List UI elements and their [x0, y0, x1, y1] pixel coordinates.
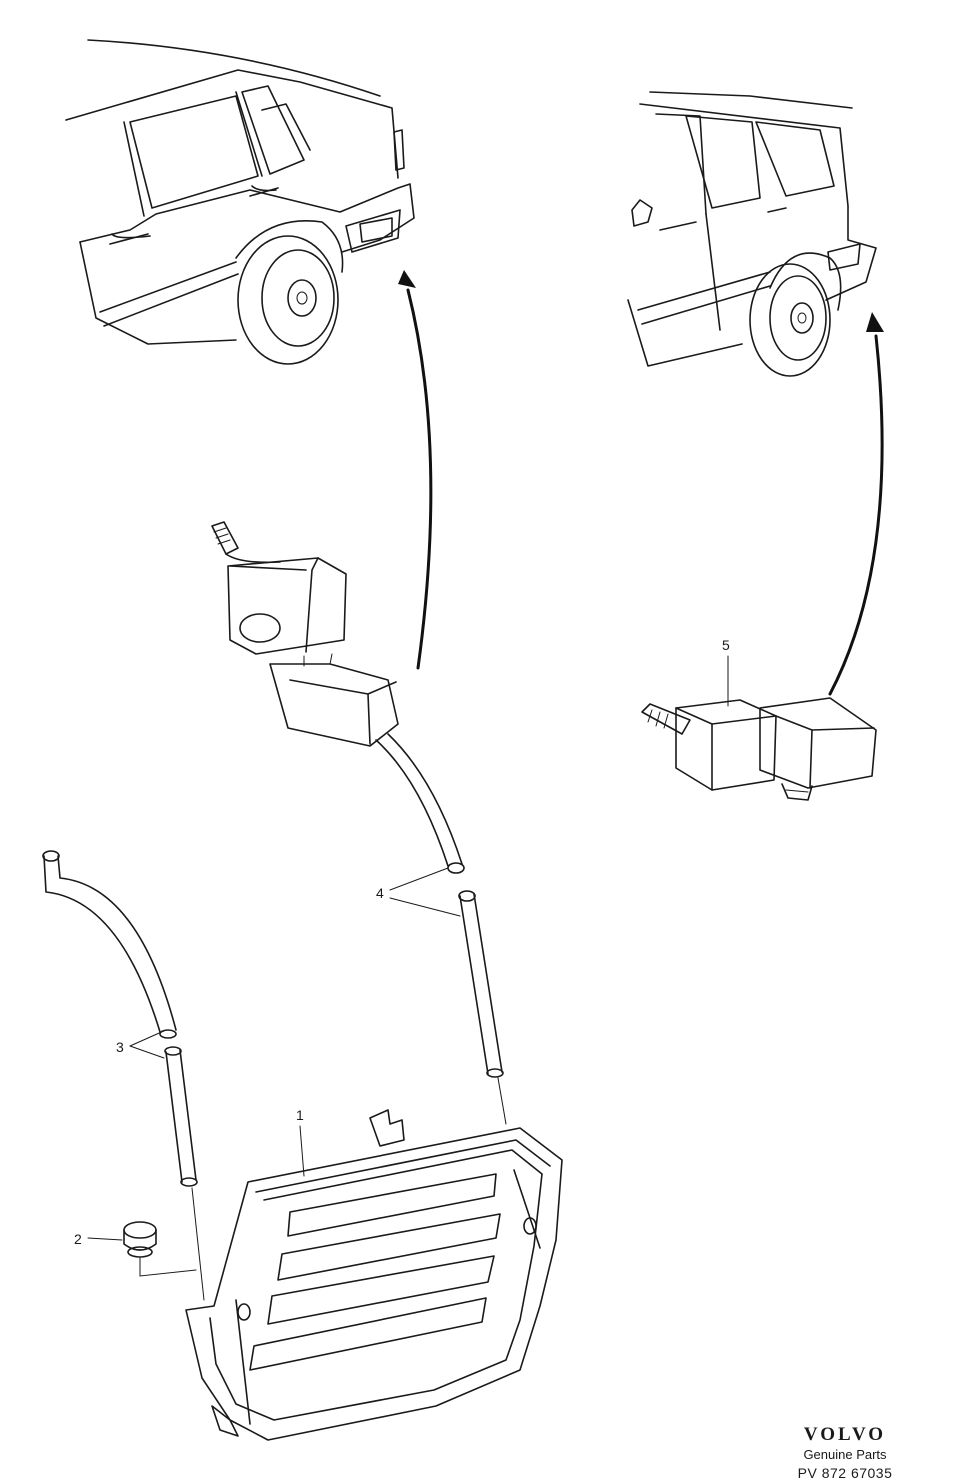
estate-illustration	[627, 91, 877, 377]
callout-2: 2	[74, 1231, 82, 1247]
hose-4	[375, 733, 507, 1125]
callout-3: 3	[116, 1039, 124, 1055]
arrow-to-sedan	[406, 288, 433, 670]
location-arrows	[398, 270, 884, 696]
arrow-to-sedan-head	[398, 270, 416, 288]
callout-4: 4	[376, 885, 384, 901]
arrow-to-estate-head	[866, 312, 884, 332]
grommet-2	[123, 1221, 197, 1277]
nozzle-sedan	[211, 521, 399, 747]
genuine-parts-label: Genuine Parts	[803, 1447, 887, 1462]
volvo-logo: VOLVO	[803, 1424, 887, 1445]
callout-5: 5	[722, 637, 730, 653]
volvo-brand-block: VOLVO Genuine Parts PV 872 67035	[770, 1424, 920, 1481]
sedan-illustration	[65, 39, 415, 365]
diagram-code: PV 872 67035	[797, 1465, 893, 1481]
nozzle-estate	[641, 655, 877, 801]
callout-1: 1	[296, 1107, 304, 1123]
washer-reservoir-1	[185, 1109, 563, 1441]
leader-lines	[87, 867, 461, 1241]
arrow-to-estate	[828, 334, 884, 696]
hose-3	[42, 850, 205, 1301]
